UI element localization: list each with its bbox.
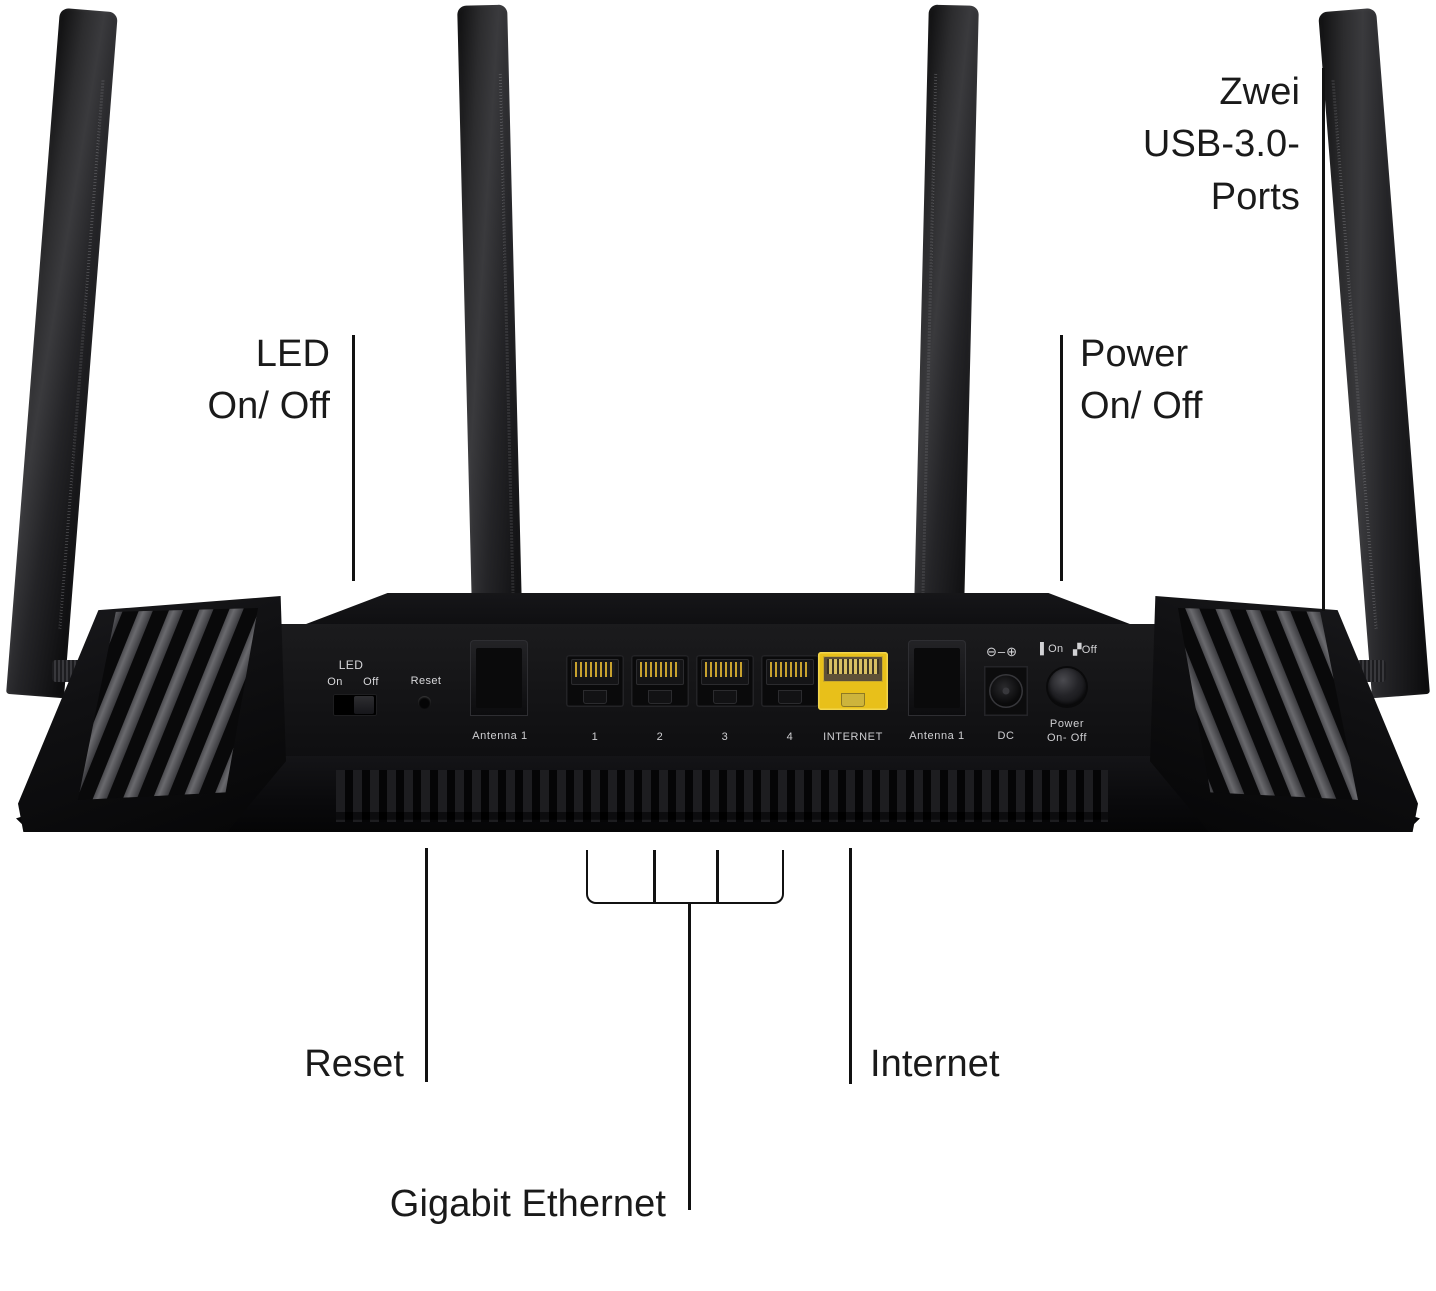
callout-gigabit: Gigabit Ethernet bbox=[389, 1183, 666, 1225]
port-notch bbox=[713, 690, 737, 704]
dc-power-jack[interactable] bbox=[984, 666, 1028, 716]
power-on-text: On bbox=[1048, 643, 1064, 655]
lan-port-4[interactable] bbox=[761, 655, 819, 707]
right-wing bbox=[1150, 596, 1418, 832]
power-on-off-button[interactable] bbox=[1048, 668, 1086, 706]
port-cavity bbox=[636, 659, 684, 685]
reset-button[interactable] bbox=[418, 696, 431, 709]
led-off-label: Off bbox=[363, 676, 379, 688]
bracket-tick-2 bbox=[653, 850, 656, 902]
leader-line-gigabit bbox=[688, 902, 691, 1210]
power-on-mark: ▌On bbox=[1040, 643, 1063, 655]
led-title-label: LED bbox=[338, 658, 364, 672]
antenna-2 bbox=[457, 4, 524, 696]
power-label-line2: On- Off bbox=[1046, 732, 1088, 744]
antenna-base-left bbox=[470, 640, 528, 716]
left-wing-grille bbox=[78, 608, 258, 800]
antenna-hinge-left bbox=[52, 660, 82, 682]
internet-wan-port[interactable] bbox=[818, 652, 888, 710]
led-switch-knob[interactable] bbox=[354, 696, 374, 714]
antenna-base-inner bbox=[914, 648, 960, 708]
leader-line-led bbox=[352, 335, 355, 581]
leader-line-power bbox=[1060, 335, 1063, 581]
port-notch bbox=[648, 690, 672, 704]
internet-port-label: INTERNET bbox=[823, 731, 883, 743]
chassis-vent-shadow bbox=[336, 812, 1108, 820]
port-cavity bbox=[571, 659, 619, 685]
dc-label: DC bbox=[997, 730, 1015, 742]
chassis-base bbox=[16, 756, 1420, 832]
antenna-hinge-right bbox=[1356, 660, 1386, 682]
chassis-top-bevel bbox=[290, 593, 1146, 630]
antenna-base-inner bbox=[476, 648, 522, 708]
antenna-base-right bbox=[908, 640, 966, 716]
led-on-off-switch[interactable] bbox=[333, 694, 377, 716]
leader-line-internet bbox=[849, 848, 852, 1084]
port-pins bbox=[827, 659, 879, 674]
callout-usb: Zwei USB-3.0- Ports bbox=[1142, 71, 1300, 218]
lan-port-3[interactable] bbox=[696, 655, 754, 707]
antenna-left-label: Antenna 1 bbox=[472, 730, 528, 742]
leader-line-usb bbox=[1322, 68, 1325, 611]
lan-port-4-label: 4 bbox=[786, 731, 794, 743]
dc-jack-ring bbox=[989, 674, 1023, 708]
antenna-ridge bbox=[920, 73, 938, 626]
antenna-ridge bbox=[498, 73, 516, 626]
right-wing-grille bbox=[1178, 608, 1358, 800]
power-off-text: Off bbox=[1081, 644, 1098, 656]
port-notch bbox=[583, 690, 607, 704]
callout-led: LED On/ Off bbox=[207, 333, 330, 428]
lan-port-2-label: 2 bbox=[656, 731, 664, 743]
reset-silk-label: Reset bbox=[410, 675, 442, 687]
power-on-glyph-icon: ▌ bbox=[1040, 643, 1049, 655]
port-pins bbox=[705, 662, 745, 677]
port-cavity bbox=[701, 659, 749, 685]
callout-power: Power On/ Off bbox=[1080, 333, 1203, 428]
power-label-line1: Power bbox=[1049, 718, 1085, 730]
port-pins bbox=[640, 662, 680, 677]
gigabit-ethernet-bracket bbox=[586, 850, 784, 904]
port-cavity bbox=[766, 659, 814, 685]
antenna-right-label: Antenna 1 bbox=[909, 730, 965, 742]
antenna-3 bbox=[912, 4, 979, 696]
port-notch bbox=[841, 693, 865, 707]
chassis-face-panel bbox=[252, 624, 1184, 762]
callout-internet: Internet bbox=[870, 1043, 1000, 1085]
lan-port-1[interactable] bbox=[566, 655, 624, 707]
leader-line-reset bbox=[425, 848, 428, 1082]
port-cavity bbox=[823, 656, 883, 682]
chassis-vent-strip bbox=[336, 770, 1108, 822]
dc-jack-pin bbox=[1002, 687, 1010, 695]
lan-port-1-label: 1 bbox=[591, 731, 599, 743]
callout-reset: Reset bbox=[304, 1043, 404, 1085]
port-pins bbox=[575, 662, 615, 677]
port-notch bbox=[778, 690, 802, 704]
dc-polarity-icon: ⊖–⊕ bbox=[986, 644, 1019, 659]
left-wing bbox=[18, 596, 286, 832]
lan-port-3-label: 3 bbox=[721, 731, 729, 743]
power-off-glyph-icon: ▞ bbox=[1073, 644, 1082, 656]
led-on-label: On bbox=[327, 676, 343, 688]
port-pins bbox=[770, 662, 810, 677]
lan-port-2[interactable] bbox=[631, 655, 689, 707]
bracket-tick-3 bbox=[716, 850, 719, 902]
power-off-mark: ▞Off bbox=[1073, 643, 1097, 656]
